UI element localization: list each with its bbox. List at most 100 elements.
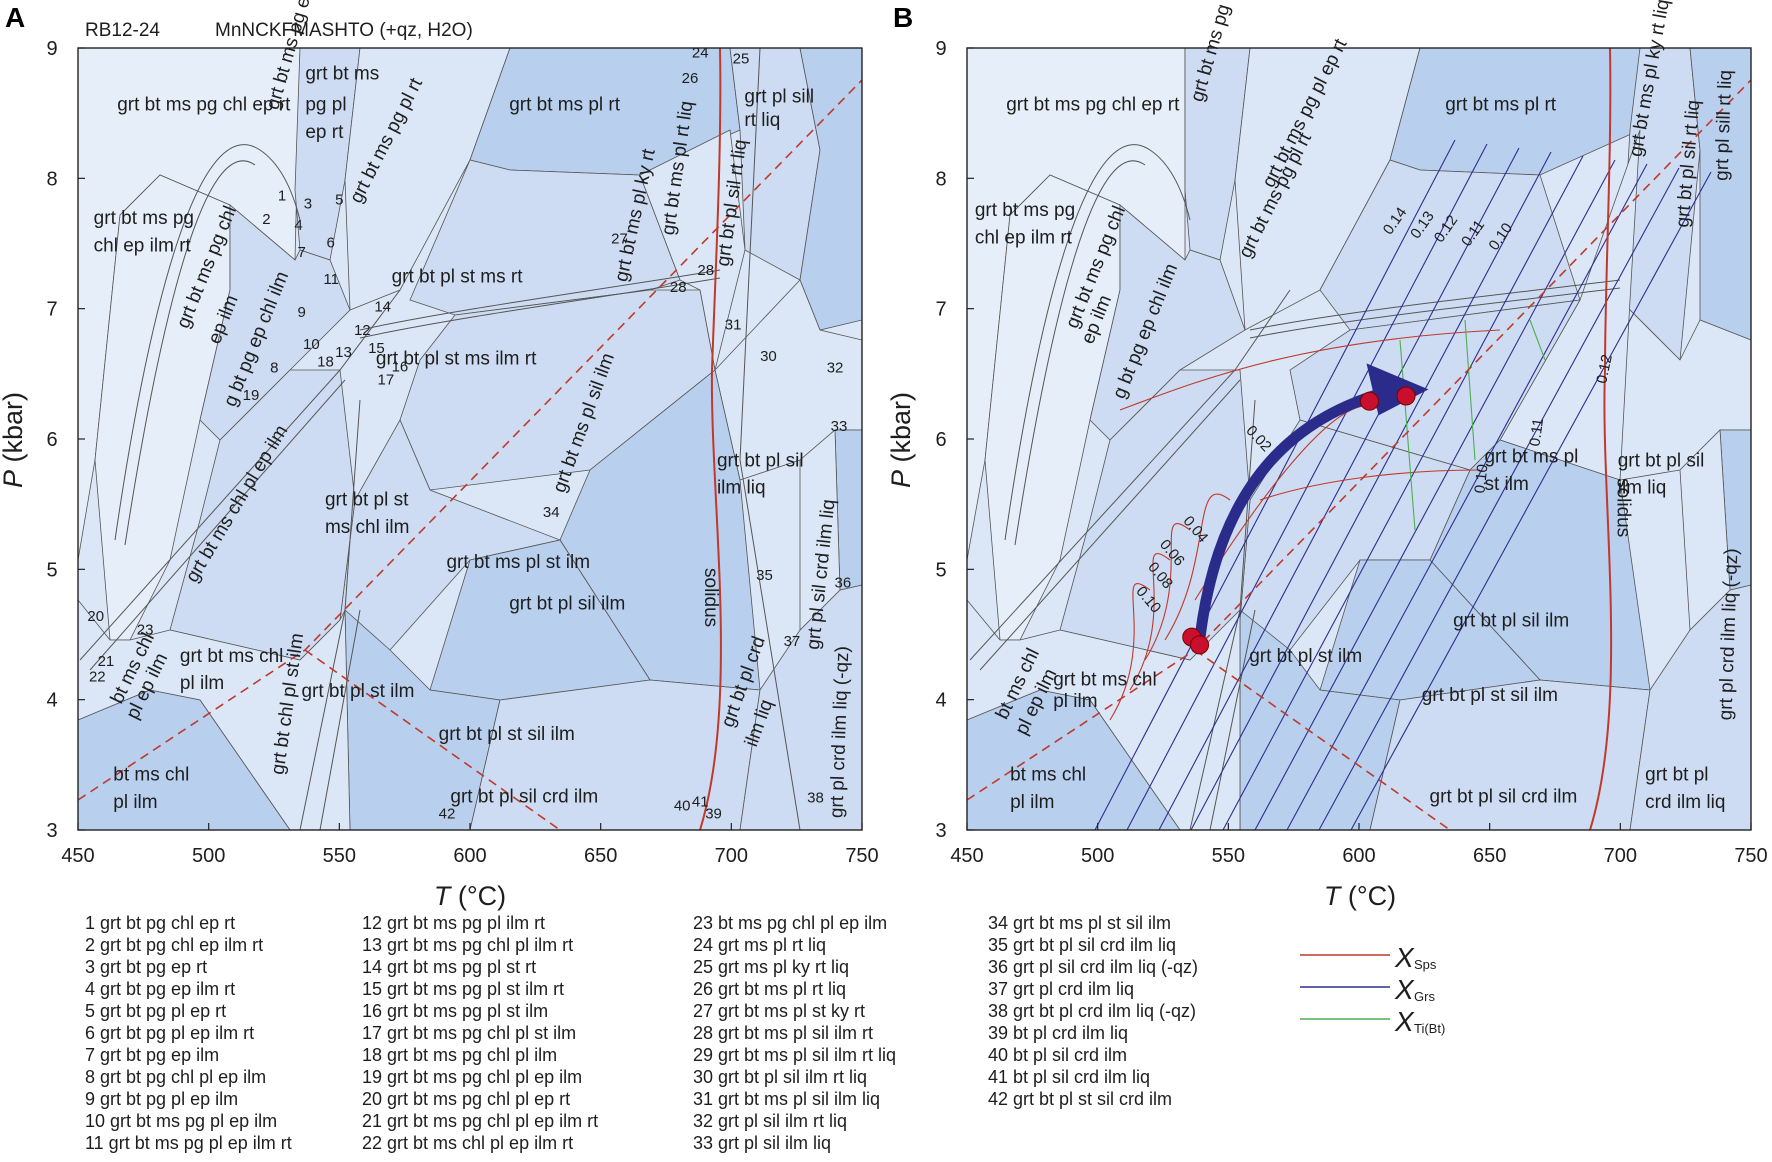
assemblage-item: 6 grt bt pg pl ep ilm rt [85,1023,255,1043]
field-number: 42 [439,805,456,822]
red-label: solidus [1613,478,1634,537]
field-label: chl ep ilm rt [94,235,192,256]
field [1679,429,1731,631]
field-number: 28 [697,262,714,279]
x-tick-label: 750 [1734,845,1767,867]
assemblage-item: 8 grt bt pg chl pl ep ilm [85,1067,267,1087]
field-number: 13 [335,344,352,361]
field-label: pl ilm [1010,792,1054,813]
rotated-field-label: grt pl sill rt liq [1711,70,1736,182]
field-number: 21 [98,653,115,670]
assemblage-item: 7 grt bt pg ep ilm [85,1045,220,1065]
grs-isopleth-line [1190,151,1552,830]
field-number: 34 [543,504,560,521]
field [967,599,1241,830]
ti-isopleth-line [1529,319,1546,361]
x-tick-label: 650 [1473,845,1506,867]
boundary [359,269,721,331]
assemblage-item: 32 grt pl sil ilm rt liq [693,1111,848,1131]
ti-isopleth-label: 0.10 [1472,463,1492,494]
x-tick-label: 450 [950,845,983,867]
legend-subscript: Grs [1414,989,1435,1004]
field-label: grt bt pl st sil ilm [1422,685,1558,706]
field-label: pl ilm [113,792,157,813]
field-number: 39 [705,805,722,822]
field-number: 5 [335,191,343,208]
assemblage-item: 14 grt bt ms pg pl st rt [362,957,537,977]
assemblage-item: 18 grt bt ms pg chl pl ilm [362,1045,558,1065]
x-axis-title-unit: (°C) [1340,881,1396,911]
x-tick-label: 550 [323,845,356,867]
assemblage-item: 19 grt bt ms pg chl pl ep ilm [362,1067,583,1087]
legend-symbol: X [1394,942,1415,973]
field-number: 18 [317,353,334,370]
assemblage-item: 38 grt bt pl crd ilm liq (-qz) [988,1001,1197,1021]
field-label: grt bt ms [305,63,379,84]
y-tick-label: 6 [46,429,57,451]
y-tick-label: 9 [46,38,57,60]
assemblage-item: 10 grt bt ms pg pl ep ilm [85,1111,278,1131]
y-tick-label: 7 [46,299,57,321]
pt-point [1190,635,1210,655]
y-tick-label: 5 [46,559,57,581]
assemblage-item: 9 grt bt pg pl ep ilm [85,1089,239,1109]
panel-b: B [886,0,1768,911]
y-tick-label: 9 [935,38,946,60]
boundary [79,289,401,661]
y-tick-label: 6 [935,429,946,451]
field-number: 15 [368,340,385,357]
assemblage-item: 24 grt ms pl rt liq [693,935,827,955]
assemblage-item: 1 grt bt pg chl ep rt [85,913,236,933]
grs-isopleth-line [1222,155,1584,830]
panel-a-label: A [5,2,25,33]
panel-a-x-axis-title: T (°C) [434,881,506,911]
x-tick-label: 600 [1342,845,1375,867]
field-number: 6 [327,234,335,251]
field-number: 32 [827,360,844,377]
y-axis-title-symbol: P [0,470,28,488]
assemblage-item: 26 grt bt ms pl rt liq [693,979,847,999]
pt-arrow-head [1366,363,1429,416]
assemblage-item: 25 grt ms pl ky rt liq [693,957,850,977]
field-number: 1 [278,187,286,204]
field-label: grt bt ms pg chl ep rt [117,95,291,116]
assemblage-item: 20 grt bt ms pg chl pl ep rt [362,1089,571,1109]
field-number: 16 [392,359,409,376]
assemblage-item: 31 grt bt ms pl sil ilm liq [693,1089,881,1109]
field-number: 24 [692,44,709,61]
field-label: grt bt pl st ilm [1249,646,1362,667]
field [199,204,351,441]
field-number: 36 [835,575,852,592]
assemblage-item: 37 grt pl crd ilm liq [988,979,1135,999]
field-label: bt ms chl [113,765,189,786]
field-label: pg pl [305,95,346,116]
field [967,689,1181,830]
panel-b-fields [967,48,1751,830]
boundary [1249,279,1621,331]
x-tick-label: 500 [192,845,225,867]
field-label: grt bt pl [1645,765,1708,786]
red-dashed-line [304,649,561,831]
assemblage-item: 13 grt bt ms pg chl pl ilm rt [362,935,574,955]
field [714,279,862,481]
ti-isopleth-label: 0.11 [1526,417,1547,447]
solidus-line [1589,47,1613,831]
field-number: 8 [270,360,278,377]
field [799,429,841,631]
x-tick-label: 650 [584,845,617,867]
field-label: grt bt pl st sil ilm [439,724,575,745]
field-label: grt bt pl st ilm [301,681,414,702]
field-number: 41 [692,794,709,811]
panel-b-x-axis-title: T (°C) [1324,881,1396,911]
boundary [1189,399,1256,830]
field-number: 31 [725,317,742,334]
y-tick-label: 4 [46,690,57,712]
